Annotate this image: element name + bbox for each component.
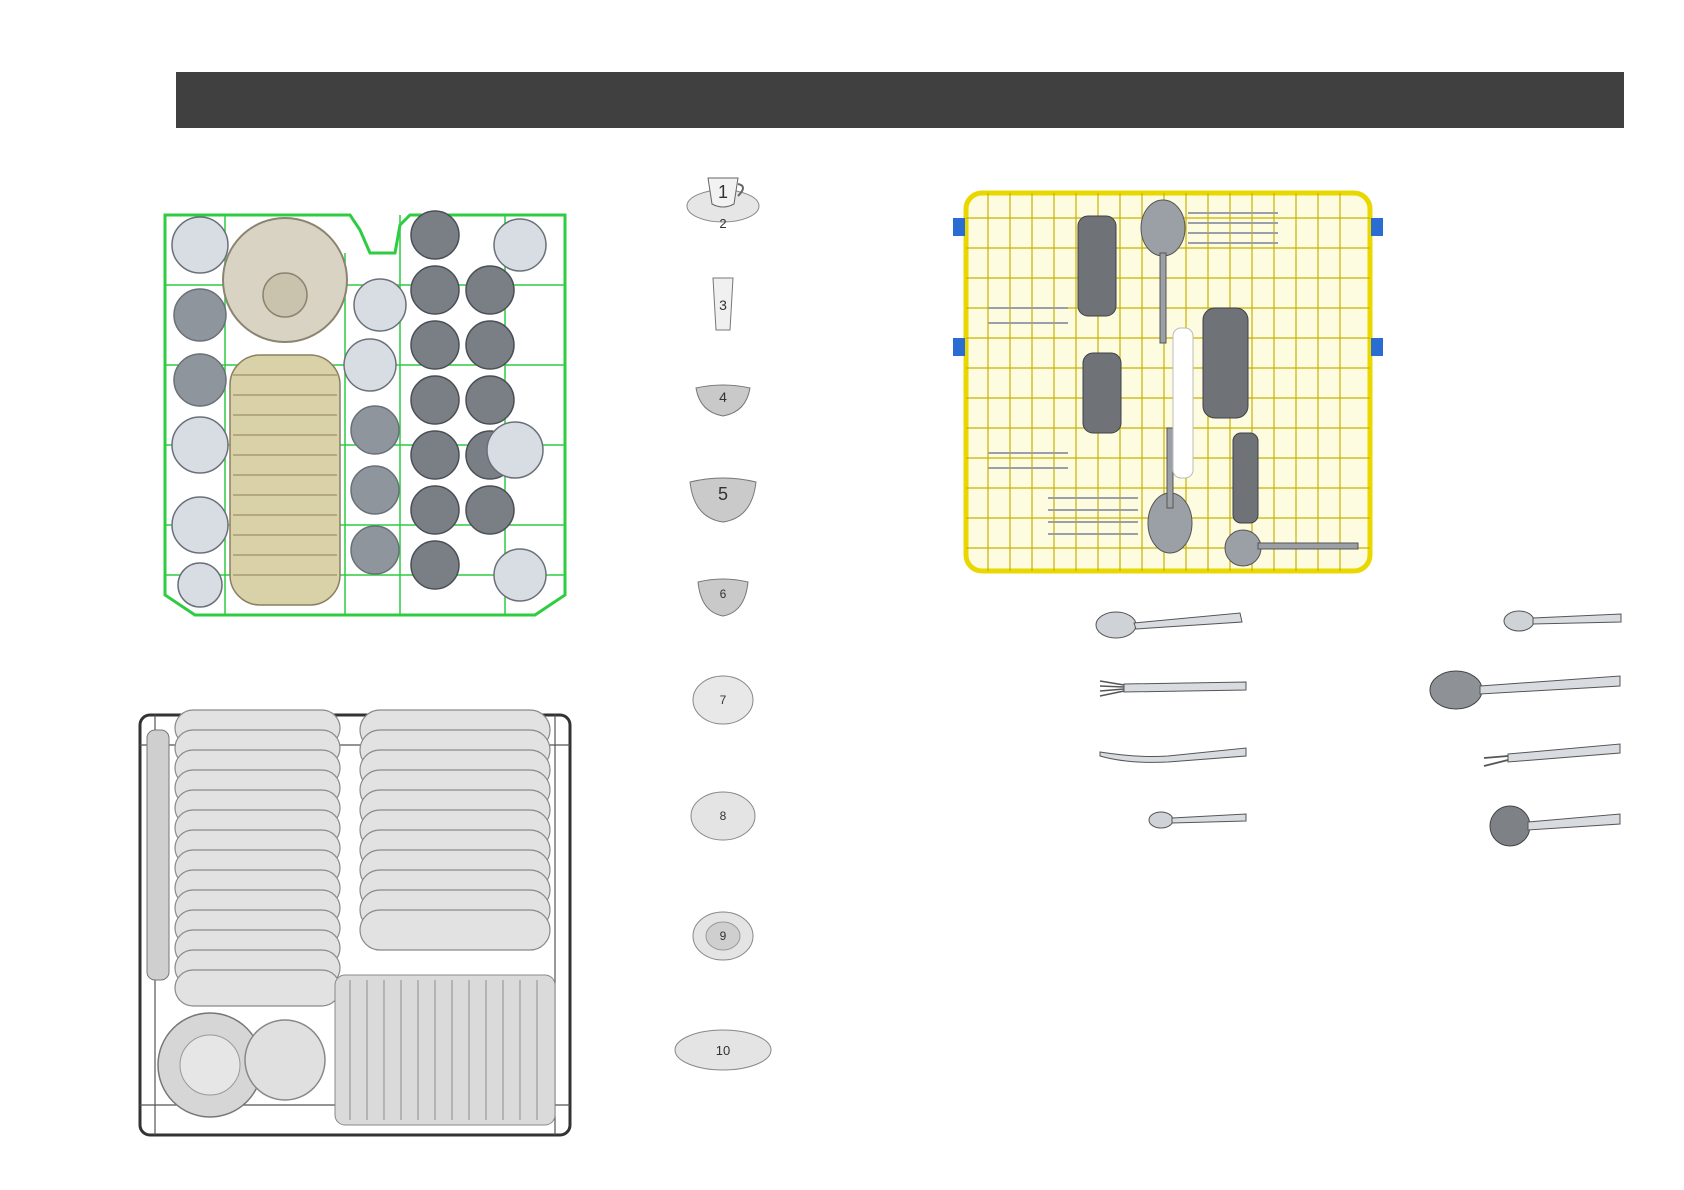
legend-medium-bowl: 5 bbox=[668, 462, 778, 538]
lower-rack-diagram bbox=[135, 705, 575, 1145]
serving-spoon-icon bbox=[1428, 668, 1624, 717]
ladle-icon bbox=[1488, 802, 1624, 853]
legend-oval-platter: 10 bbox=[668, 1012, 778, 1088]
legend-dessert-bowl: 6 bbox=[668, 560, 778, 636]
svg-text:3: 3 bbox=[719, 297, 727, 313]
serving-fork-icon bbox=[1482, 740, 1624, 775]
header-bar bbox=[176, 72, 1624, 128]
legend-cup-saucer: 1 2 bbox=[668, 168, 778, 244]
svg-text:1: 1 bbox=[718, 182, 728, 202]
svg-text:5: 5 bbox=[718, 484, 728, 504]
svg-text:2: 2 bbox=[719, 216, 726, 231]
teaspoon-icon bbox=[1148, 808, 1250, 837]
soup-spoon-icon bbox=[1094, 608, 1246, 647]
dessert-spoon-icon bbox=[1503, 606, 1625, 639]
legend-glass: 3 bbox=[668, 270, 778, 346]
upper-rack-diagram bbox=[155, 205, 575, 625]
svg-text:6: 6 bbox=[720, 587, 727, 601]
legend-small-bowl: 4 bbox=[668, 362, 778, 438]
svg-text:4: 4 bbox=[719, 389, 727, 405]
svg-text:9: 9 bbox=[720, 929, 727, 943]
cutlery-tray-diagram bbox=[948, 188, 1388, 578]
knife-icon bbox=[1098, 742, 1250, 771]
legend-soup-plate: 9 bbox=[668, 898, 778, 974]
svg-text:7: 7 bbox=[720, 693, 727, 707]
legend-shallow-plate: 7 bbox=[668, 662, 778, 738]
svg-text:10: 10 bbox=[716, 1043, 730, 1058]
legend-dinner-plate: 8 bbox=[668, 778, 778, 854]
fork-icon bbox=[1098, 676, 1250, 705]
svg-text:8: 8 bbox=[720, 809, 727, 823]
